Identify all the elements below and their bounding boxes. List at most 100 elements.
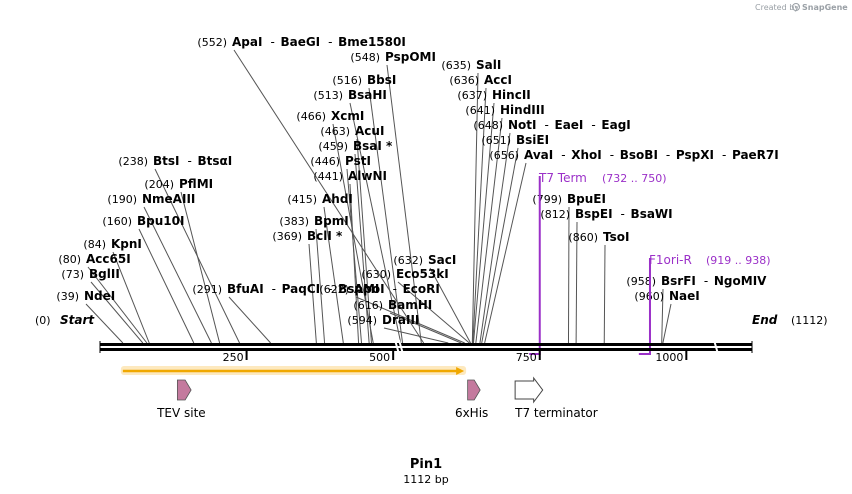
primer-name: T7 Term	[538, 171, 587, 185]
enzyme-name: SacI	[428, 253, 456, 267]
site-separator: -	[188, 154, 192, 168]
enzyme-name: AhdI	[322, 192, 353, 206]
site-bpu10i[interactable]: (160) Bpu10I	[102, 214, 184, 228]
backbone-break-left	[394, 339, 404, 355]
enzyme-name: BbsI	[367, 73, 396, 87]
enzyme-name: Bpu10I	[137, 214, 184, 228]
enzyme-name: XcmI	[331, 109, 364, 123]
site-bpmi[interactable]: (383) BpmI	[279, 214, 348, 228]
enzyme-name: BpuEI	[567, 192, 606, 206]
site-apoi[interactable]: (622)ApoI-EcoRI	[319, 282, 439, 296]
site-eco53ki[interactable]: (630)Eco53kI	[361, 267, 448, 281]
enzyme-name: BpmI	[314, 214, 349, 228]
site-avai[interactable]: (656)AvaI-XhoI-BsoBI-PspXI-PaeR7I	[489, 148, 778, 162]
site-tsoi[interactable]: (860)TsoI	[568, 230, 629, 244]
site-leader	[484, 162, 527, 344]
primers: T7 Term(732 .. 750)F1ori-R(919 .. 938)	[529, 171, 771, 355]
site-bpuei[interactable]: (799)BpuEI	[532, 192, 606, 206]
site-noti[interactable]: (648)NotI-EaeI-EagI	[473, 118, 630, 132]
feature-orf[interactable]	[120, 366, 467, 375]
site-bamhi[interactable]: (616)BamHI	[353, 298, 432, 312]
end-label: End	[752, 313, 778, 327]
site-separator: -	[666, 148, 670, 162]
feature-6xhis[interactable]: 6xHis	[455, 379, 488, 420]
enzyme-name: EcoRI	[403, 282, 440, 296]
enzyme-name: AvaI	[524, 148, 553, 162]
site-leader	[575, 221, 578, 344]
site-leader	[346, 168, 363, 344]
site-position: (84)	[83, 238, 106, 251]
site-alwni[interactable]: (441)AlwNI	[313, 169, 387, 183]
site-acci[interactable]: (636)AccI	[449, 73, 512, 87]
site-leader	[138, 228, 195, 344]
site-btsi[interactable]: (238)BtsI-BtsαI	[118, 154, 232, 168]
enzyme-name: PaeR7I	[732, 148, 779, 162]
enzyme-name: Eco53kI	[396, 267, 449, 281]
enzyme-name: NotI	[508, 118, 537, 132]
site-leader	[323, 206, 344, 344]
site-bsai[interactable]: (459)BsaI *	[318, 139, 393, 153]
site-naei[interactable]: (960)NaeI	[634, 289, 699, 303]
site-xcmi[interactable]: (466)XcmI	[296, 109, 364, 123]
enzyme-name: BsiEI	[516, 133, 549, 147]
site-saci[interactable]: (632)SacI	[393, 253, 456, 267]
site-nmeaiii[interactable]: (190)NmeAIII	[107, 192, 195, 206]
feature-tev-site[interactable]: TEV site	[156, 379, 206, 420]
site-leader	[389, 312, 462, 344]
tick-1000: 1000	[655, 351, 688, 364]
enzyme-name: BsrFI	[661, 274, 696, 288]
site-kpni[interactable]: (84)KpnI	[83, 237, 142, 251]
enzyme-name: SalI	[476, 58, 501, 72]
site-acui[interactable]: (463)AcuI	[320, 124, 384, 138]
site-bsahi[interactable]: (513)BsaHI	[313, 88, 387, 102]
backbone-break-right	[713, 339, 719, 355]
enzyme-name: PspOMI	[385, 50, 436, 64]
enzyme-name: PspXI	[676, 148, 714, 162]
site-pspomi[interactable]: (548) PspOMI	[350, 50, 436, 64]
feature-label: TEV site	[156, 406, 206, 420]
enzyme-name: AccI	[484, 73, 512, 87]
site-ahdi[interactable]: (415) AhdI	[287, 192, 352, 206]
site-bsiei[interactable]: (651)BsiEI	[481, 133, 549, 147]
site-leader	[315, 228, 326, 344]
enzyme-name: BaeGI	[280, 35, 320, 49]
enzyme-name: EaeI	[555, 118, 584, 132]
site-pflmi[interactable]: (204)PflMI	[144, 177, 213, 191]
site-bspei[interactable]: (812)BspEI-BsaWI	[540, 207, 672, 221]
site-position: (958)	[626, 275, 656, 288]
site-hincii[interactable]: (637)HincII	[457, 88, 530, 102]
enzyme-name: NaeI	[669, 289, 700, 303]
site-psti[interactable]: (446)PstI	[310, 154, 371, 168]
site-leader	[368, 87, 404, 344]
site-leader	[472, 87, 487, 344]
enzyme-name: NmeAIII	[142, 192, 195, 206]
site-leader	[475, 117, 503, 344]
site-position: (594)	[347, 314, 377, 327]
site-draiii[interactable]: (594)DraIII	[347, 313, 419, 327]
site-acc65i[interactable]: (80)Acc65I	[58, 252, 130, 266]
site-leader	[154, 168, 240, 344]
feature-t7-terminator[interactable]: T7 terminator	[514, 376, 598, 420]
site-hindiii[interactable]: (641)HindIII	[465, 103, 544, 117]
primer-f1ori-r[interactable]: F1ori-R(919 .. 938)	[638, 253, 771, 355]
site-sali[interactable]: (635)SalI	[441, 58, 501, 72]
enzyme-name: BamHI	[388, 298, 432, 312]
credit-brand: SnapGene	[802, 3, 848, 12]
site-apai[interactable]: (552)ApaI-BaeGI-Bme1580I	[197, 35, 405, 49]
site-position: (548)	[350, 51, 380, 64]
site-position: (383)	[279, 215, 309, 228]
site-bsrfi[interactable]: (958)BsrFI-NgoMIV	[626, 274, 767, 288]
site-separator: -	[722, 148, 726, 162]
site-position: (415)	[287, 193, 317, 206]
primer-t7-term[interactable]: T7 Term(732 .. 750)	[529, 171, 667, 355]
site-position: (160)	[102, 215, 132, 228]
enzyme-name: BspEI	[575, 207, 613, 221]
site-bbsi[interactable]: (516)BbsI	[332, 73, 396, 87]
site-leader	[228, 296, 271, 344]
site-bfuai[interactable]: (291)BfuAI-PaqCI-BspMI	[192, 282, 379, 296]
site-bglii[interactable]: (73)BglII	[61, 267, 119, 281]
site-ndei[interactable]: (39)NdeI	[56, 289, 115, 303]
site-bcli[interactable]: (369)BclI *	[272, 229, 343, 243]
